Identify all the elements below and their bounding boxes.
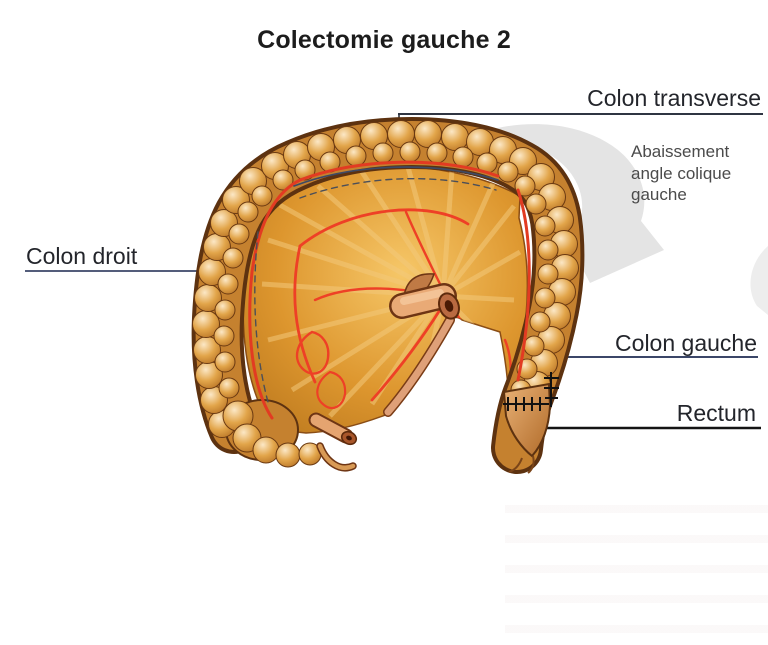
annotation-abaissement: Abaissement angle colique gauche — [631, 141, 731, 206]
ileum-cut-end — [308, 412, 358, 446]
appendix — [316, 442, 357, 472]
label-rectum: Rectum — [676, 400, 756, 426]
label-colon-droit: Colon droit — [26, 243, 138, 269]
marginal-vessels — [248, 160, 531, 420]
staple-line-vertical — [544, 372, 559, 407]
faint-arc-decoration — [750, 246, 768, 315]
page-title: Colectomie gauche 2 — [257, 26, 511, 54]
annotation-line: angle colique — [631, 163, 732, 183]
staple-line-horizontal — [503, 397, 549, 411]
annotation-line: Abaissement — [631, 142, 730, 161]
leader-lines — [25, 113, 763, 430]
curved-arrow-icon — [477, 124, 664, 283]
annotation-line: gauche — [631, 185, 687, 204]
transverse-cut-end — [389, 273, 460, 320]
mesentery-cut-edge — [383, 315, 455, 417]
faint-watermark — [505, 505, 768, 645]
label-colon-transverse: Colon transverse — [587, 85, 761, 111]
label-colon-gauche: Colon gauche — [615, 330, 757, 356]
